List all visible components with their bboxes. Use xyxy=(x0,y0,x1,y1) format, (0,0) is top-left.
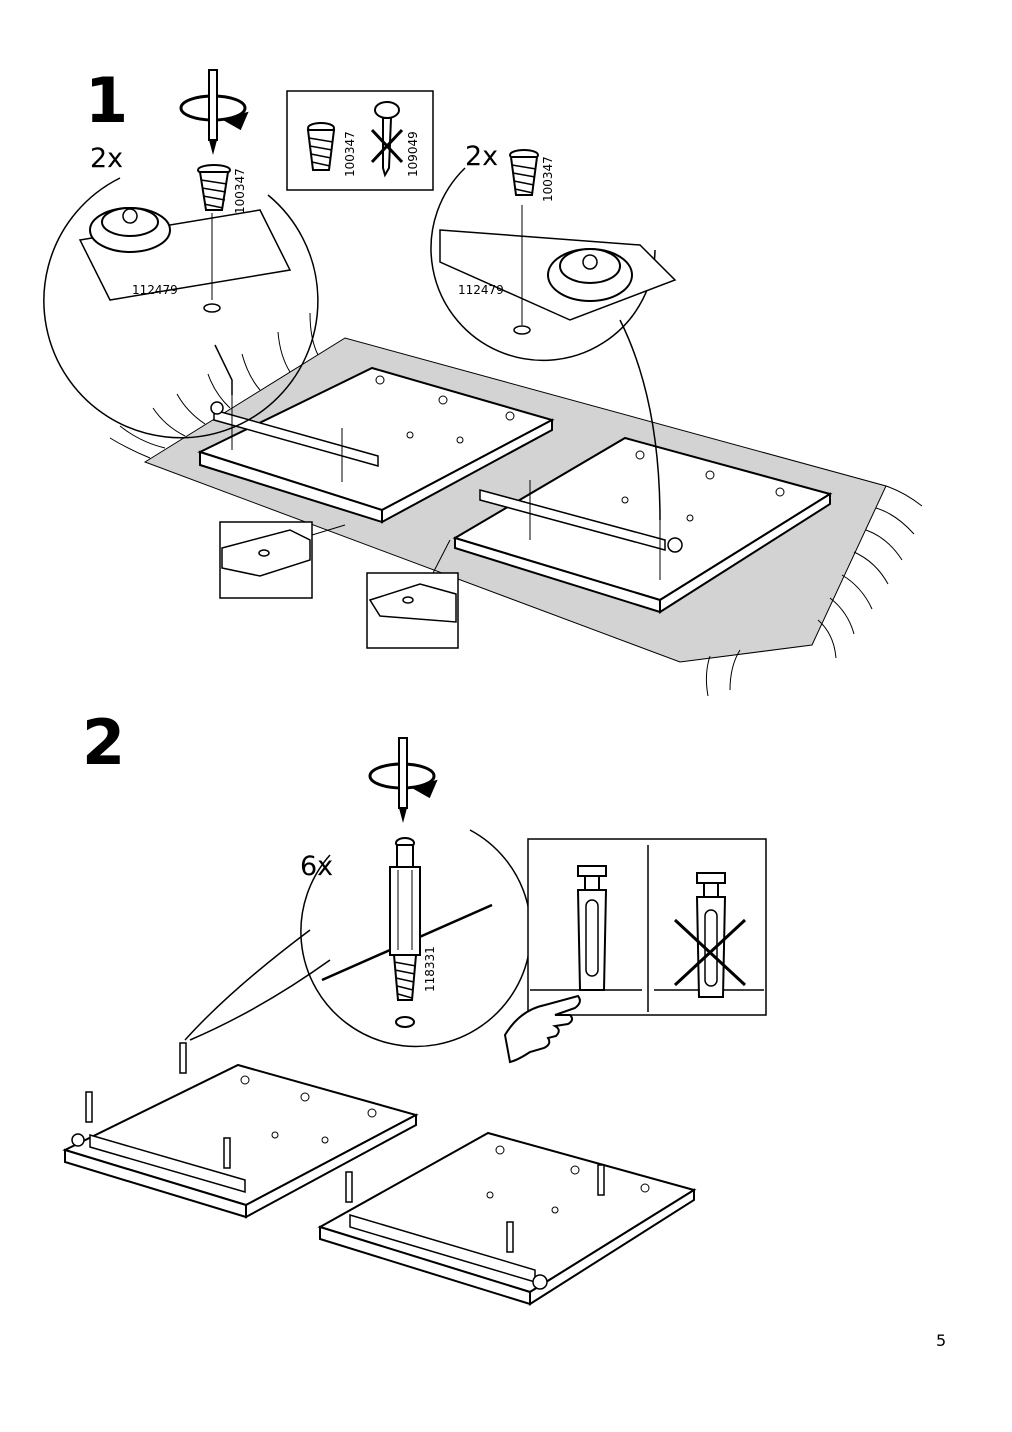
step1-right-magnifier xyxy=(430,167,661,521)
step1-left-caster-part-number: 112479 xyxy=(132,283,178,297)
step2-dowel-icon xyxy=(389,837,421,1028)
step2-magnifier xyxy=(184,829,532,1048)
step2-screwdriver-icon xyxy=(398,737,408,823)
step1-right-caster-detail xyxy=(439,205,677,335)
step1-right-panel xyxy=(452,436,833,614)
step1-screwdriver-icon xyxy=(208,69,218,155)
step1-left-magnifier xyxy=(43,177,319,439)
legend-wrong-screw-part-number: 109049 xyxy=(406,131,420,177)
step2-left-panel xyxy=(62,1042,419,1219)
step2-dowel-part-number: 118331 xyxy=(423,946,437,992)
step1-right-screw-part-number: 100347 xyxy=(541,156,555,202)
step1-number: 1 xyxy=(85,64,129,137)
legend-correct-screw-part-number: 100347 xyxy=(343,131,357,177)
step1-right-quantity: 2x xyxy=(465,141,499,172)
step1-left-panel xyxy=(197,366,555,524)
step2-right-panel xyxy=(317,1131,697,1306)
step1-left-caster-detail xyxy=(78,207,292,313)
step2-quantity: 6x xyxy=(300,851,334,882)
edge-detail-inset-left xyxy=(219,521,346,599)
pointing-hand-icon xyxy=(503,994,581,1064)
step2-number: 2 xyxy=(82,706,126,779)
screw-legend-box xyxy=(286,90,434,191)
step1-right-screw-icon xyxy=(509,149,539,196)
page-number: 5 xyxy=(936,1331,947,1350)
step1-left-quantity: 2x xyxy=(90,143,124,174)
dowel-legend-box xyxy=(527,838,767,1016)
step1-left-screw-part-number: 100347 xyxy=(233,168,247,214)
step1-right-caster-part-number: 112479 xyxy=(458,283,504,297)
edge-detail-inset-right xyxy=(366,539,459,649)
step1-left-screw-icon xyxy=(197,164,231,211)
